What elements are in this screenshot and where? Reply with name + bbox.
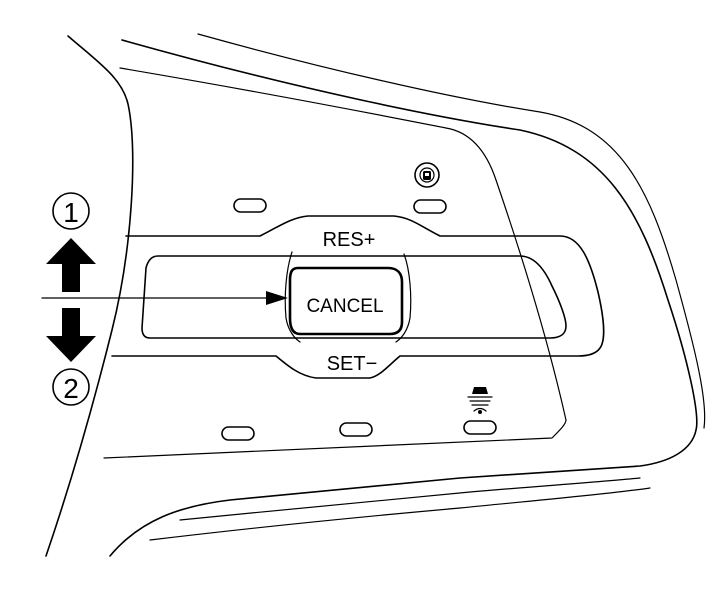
lower-left-button[interactable] (221, 426, 255, 441)
arrow-up-icon (46, 238, 96, 292)
set-minus-label: SET− (327, 353, 378, 375)
step-2-marker: 2 (52, 368, 90, 406)
wheel-spoke-outline (45, 33, 706, 557)
numbered-circle-icon (52, 368, 90, 406)
inner-rocker-panel (141, 255, 567, 339)
lower-center-button[interactable] (339, 422, 373, 437)
distance-setting-icon (414, 162, 440, 188)
res-plus-label: RES+ (323, 229, 376, 251)
pointer-arrow-icon (41, 291, 288, 305)
cancel-label: CANCEL (306, 296, 383, 317)
numbered-circle-icon (52, 192, 90, 230)
step-1-number: 1 (63, 197, 79, 228)
arrow-down-icon (46, 308, 96, 362)
cancel-button[interactable]: CANCEL (284, 251, 412, 343)
lane-assist-icon (467, 387, 493, 414)
upper-left-indicator[interactable] (233, 198, 267, 213)
step-2-number: 2 (63, 373, 79, 404)
step-1-marker: 1 (52, 192, 90, 230)
lower-right-button[interactable] (463, 420, 497, 435)
upper-right-indicator[interactable] (413, 199, 447, 214)
switch-panel (111, 215, 605, 379)
